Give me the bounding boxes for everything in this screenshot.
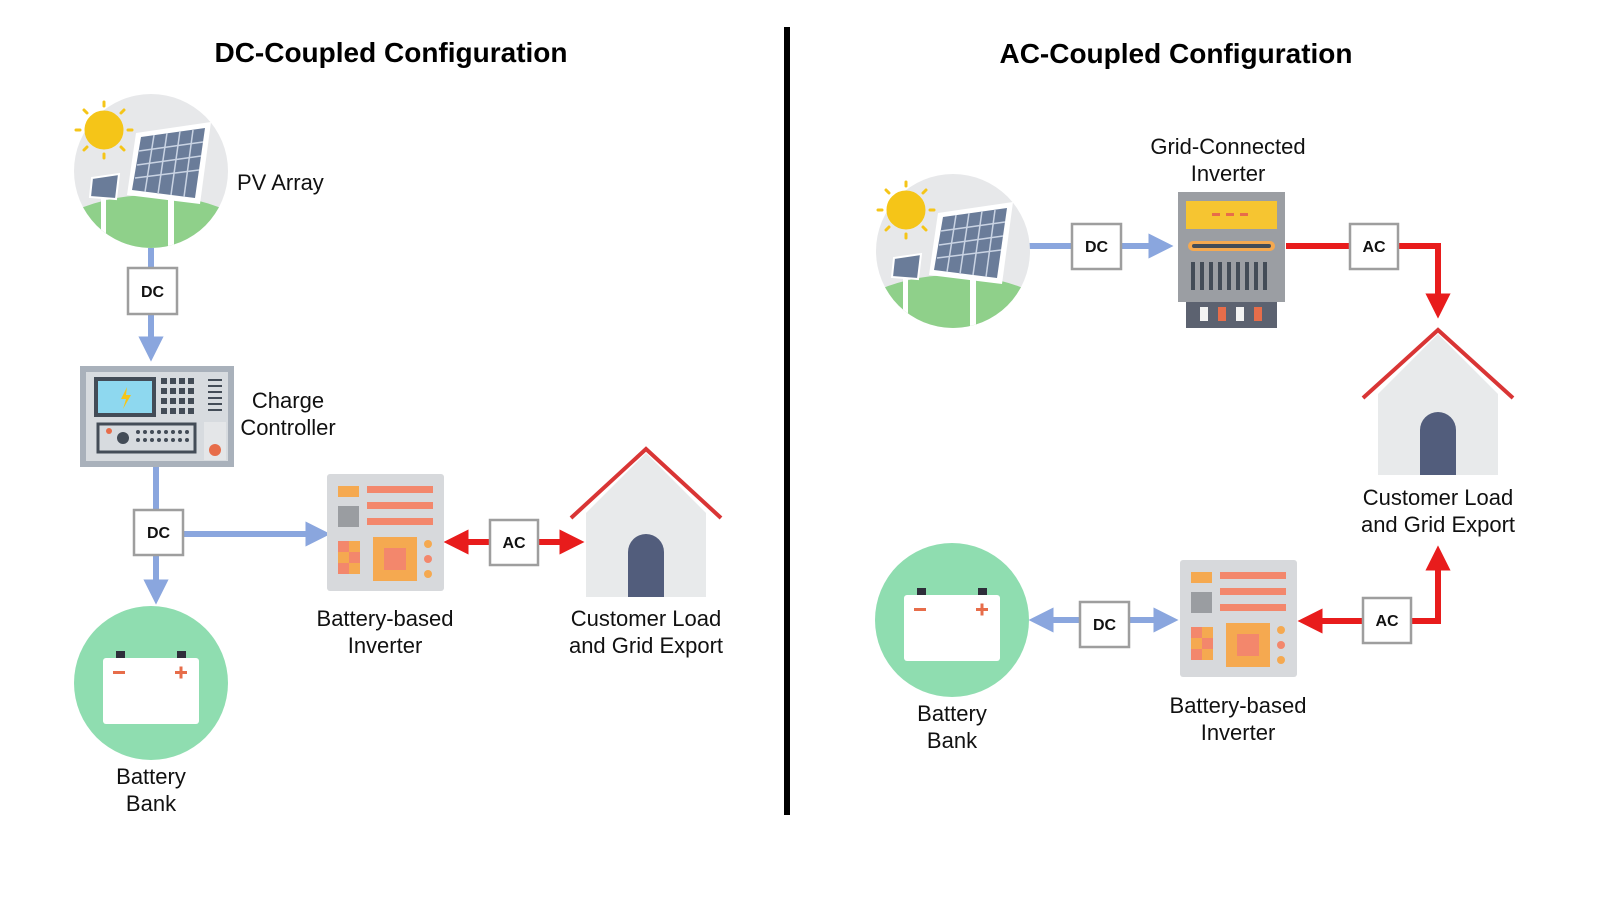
battery-bank-label: Battery [116, 764, 186, 789]
inverter-label: Battery-based [1170, 693, 1307, 718]
customer-load-label: and Grid Export [569, 633, 723, 658]
customer-load-label: Customer Load [1363, 485, 1513, 510]
inverter-label: Inverter [348, 633, 423, 658]
pv-array-label: PV Array [237, 170, 324, 195]
line-grid-inverter-to-load [1286, 243, 1451, 319]
svg-text:DC: DC [1085, 239, 1109, 256]
inverter-label: Battery-based [317, 606, 454, 631]
inverter-icon [1180, 560, 1297, 677]
svg-text:DC: DC [1093, 617, 1117, 634]
svg-text:DC: DC [141, 284, 165, 301]
customer-load-label: and Grid Export [1361, 512, 1515, 537]
charge-controller-label: Charge [252, 388, 324, 413]
svg-text:AC: AC [1375, 613, 1399, 630]
svg-text:DC: DC [147, 525, 171, 542]
grid-inverter-label: Inverter [1191, 161, 1266, 186]
line-inverter-to-load [1297, 545, 1451, 634]
dc-tag: DC [132, 508, 185, 557]
dc-tag: DC [126, 266, 179, 316]
battery-icon [74, 606, 228, 760]
dc-tag: DC [1078, 600, 1131, 649]
dc-tag: DC [1070, 222, 1123, 271]
dc-coupled-title: DC-Coupled Configuration [214, 37, 567, 68]
charge-controller-label: Controller [240, 415, 335, 440]
battery-icon [875, 543, 1029, 697]
house-icon [569, 446, 723, 597]
ac-coupled-title: AC-Coupled Configuration [999, 38, 1352, 69]
ac-tag: AC [1361, 596, 1413, 645]
ac-tag: AC [488, 518, 540, 567]
battery-bank-label: Battery [917, 701, 987, 726]
battery-bank-label: Bank [927, 728, 978, 753]
ac-tag: AC [1348, 222, 1400, 271]
house-icon [1361, 327, 1515, 475]
grid-inverter-icon [1178, 192, 1285, 328]
grid-inverter-label: Grid-Connected [1150, 134, 1305, 159]
charge-controller-icon [80, 366, 234, 467]
customer-load-label: Customer Load [571, 606, 721, 631]
inverter-icon [327, 474, 444, 591]
battery-bank-label: Bank [126, 791, 177, 816]
svg-text:AC: AC [502, 535, 526, 552]
svg-text:AC: AC [1362, 239, 1386, 256]
solar-panel-icon [876, 174, 1030, 328]
inverter-label: Inverter [1201, 720, 1276, 745]
